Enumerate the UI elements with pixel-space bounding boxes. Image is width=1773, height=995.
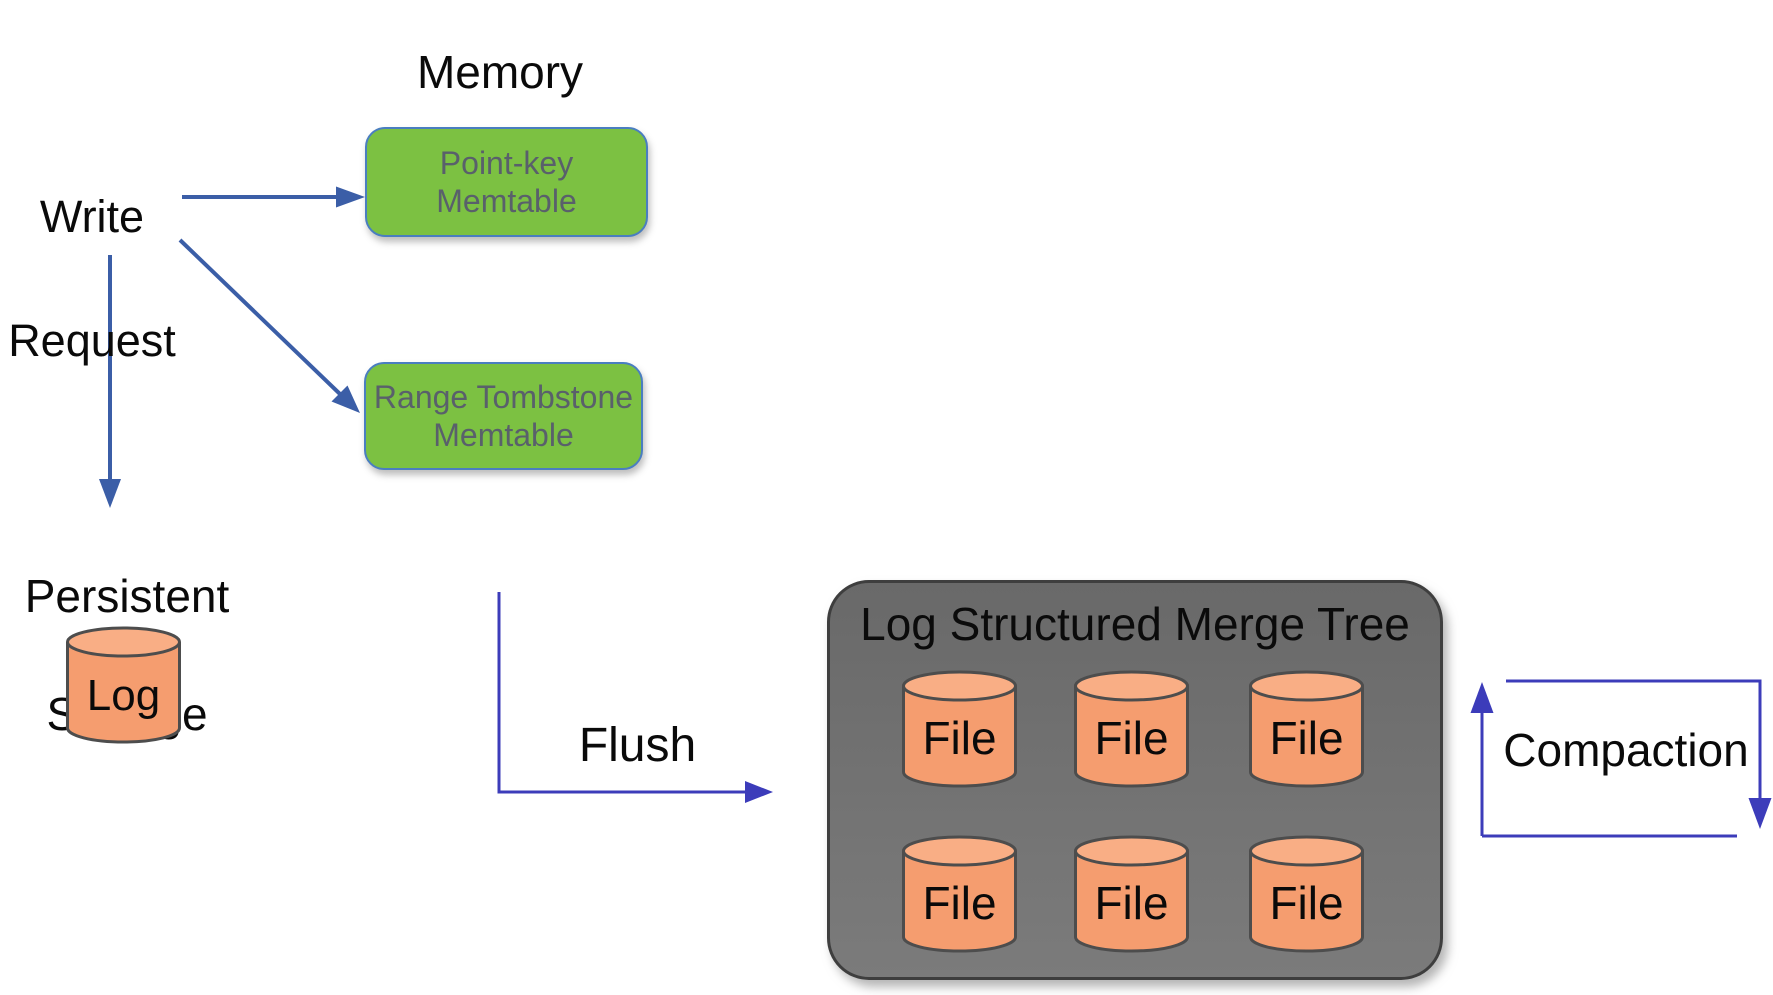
file-label: File — [922, 877, 996, 929]
write-request-line1: Write — [39, 191, 145, 243]
log-cylinder-body — [66, 642, 181, 744]
write-request-line2: Request — [8, 315, 176, 367]
log-label: Log — [87, 671, 160, 720]
file-cylinder-body — [1249, 851, 1364, 953]
log-cylinder: Log — [66, 626, 181, 744]
persistent-storage-line1: Persistent — [24, 569, 230, 622]
file-cylinder-top — [1074, 835, 1189, 867]
file-cylinder-1: File — [902, 670, 1017, 788]
range-tombstone-line2: Memtable — [433, 417, 574, 453]
flush-label: Flush — [578, 719, 697, 772]
file-cylinder-top — [902, 670, 1017, 702]
file-cylinder-5: File — [1074, 835, 1189, 953]
file-label: File — [1269, 877, 1343, 929]
file-label: File — [1094, 712, 1168, 764]
lsm-tree-title: Log Structured Merge Tree — [860, 598, 1410, 650]
file-cylinder-2: File — [1074, 670, 1189, 788]
file-label: File — [1269, 712, 1343, 764]
file-label: File — [922, 712, 996, 764]
file-cylinder-4: File — [902, 835, 1017, 953]
memory-title: Memory — [416, 46, 584, 98]
write-to-range-arrow — [178, 238, 360, 413]
range-tombstone-memtable-box: Range Tombstone Memtable — [364, 362, 643, 470]
pointkey-memtable-box: Point-key Memtable — [365, 127, 648, 237]
write-to-pointkey-arrow — [182, 186, 365, 208]
file-cylinder-top — [1074, 670, 1189, 702]
file-cylinder-body — [1074, 851, 1189, 953]
file-cylinder-top — [1249, 670, 1364, 702]
pointkey-memtable-line1: Point-key — [439, 144, 574, 181]
pointkey-memtable-line2: Memtable — [436, 183, 577, 219]
file-cylinder-body — [902, 686, 1017, 788]
file-cylinder-top — [1249, 835, 1364, 867]
lsm-tree-box: Log Structured Merge Tree File File File… — [827, 580, 1443, 980]
write-request-label: Write Request — [0, 124, 184, 434]
file-cylinder-body — [902, 851, 1017, 953]
log-cylinder-top — [66, 626, 181, 658]
file-label: File — [1094, 877, 1168, 929]
compaction-label: Compaction — [1503, 724, 1749, 776]
range-tombstone-line1: Range Tombstone — [373, 378, 634, 415]
file-cylinder-top — [902, 835, 1017, 867]
file-cylinder-body — [1074, 686, 1189, 788]
file-cylinder-3: File — [1249, 670, 1364, 788]
file-cylinder-6: File — [1249, 835, 1364, 953]
file-cylinder-body — [1249, 686, 1364, 788]
